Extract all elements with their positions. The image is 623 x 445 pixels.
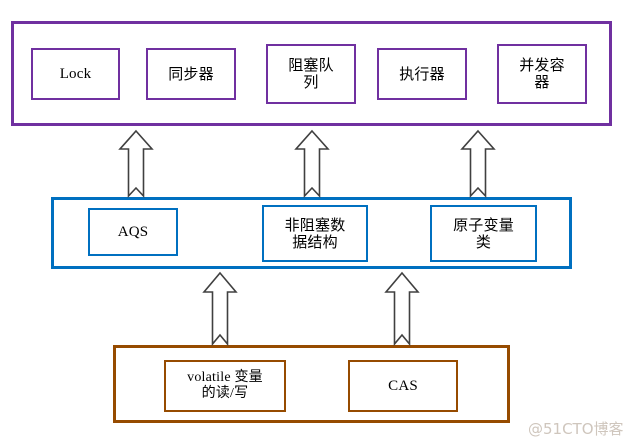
- node-non-blocking-data-structure-label: 非阻塞数据结构: [284, 215, 346, 251]
- application-layer-band: [11, 21, 612, 126]
- node-executor[interactable]: 执行器: [377, 48, 467, 100]
- node-lock[interactable]: Lock: [31, 48, 120, 100]
- node-executor-label: 执行器: [399, 64, 445, 83]
- arrow-framework-to-application-left: [118, 129, 154, 199]
- node-aqs[interactable]: AQS: [88, 208, 178, 256]
- watermark: @51CTO博客: [528, 420, 623, 438]
- arrow-primitive-to-framework-left: [202, 271, 238, 347]
- arrow-framework-to-application-middle: [294, 129, 330, 199]
- node-cas[interactable]: CAS: [348, 360, 458, 412]
- node-atomic-variable-class-label: 原子变量类: [453, 215, 514, 251]
- node-blocking-queue[interactable]: 阻塞队列: [266, 44, 356, 104]
- node-lock-label: Lock: [59, 65, 92, 82]
- node-cas-label: CAS: [388, 377, 418, 394]
- node-volatile-read-write-label: volatile 变量的读/写: [187, 370, 263, 401]
- node-non-blocking-data-structure[interactable]: 非阻塞数据结构: [262, 205, 368, 262]
- node-blocking-queue-label: 阻塞队列: [288, 56, 334, 91]
- node-atomic-variable-class[interactable]: 原子变量类: [430, 205, 537, 262]
- node-concurrent-container[interactable]: 并发容器: [497, 44, 587, 104]
- node-synchronizer[interactable]: 同步器: [146, 48, 236, 100]
- node-volatile-read-write[interactable]: volatile 变量的读/写: [164, 360, 286, 412]
- node-synchronizer-label: 同步器: [168, 64, 214, 83]
- arrow-framework-to-application-right: [460, 129, 496, 199]
- primitive-layer-band: [113, 345, 510, 423]
- node-concurrent-container-label: 并发容器: [519, 56, 565, 91]
- arrow-primitive-to-framework-right: [384, 271, 420, 347]
- node-aqs-label: AQS: [117, 223, 149, 240]
- framework-layer-band: [51, 197, 572, 269]
